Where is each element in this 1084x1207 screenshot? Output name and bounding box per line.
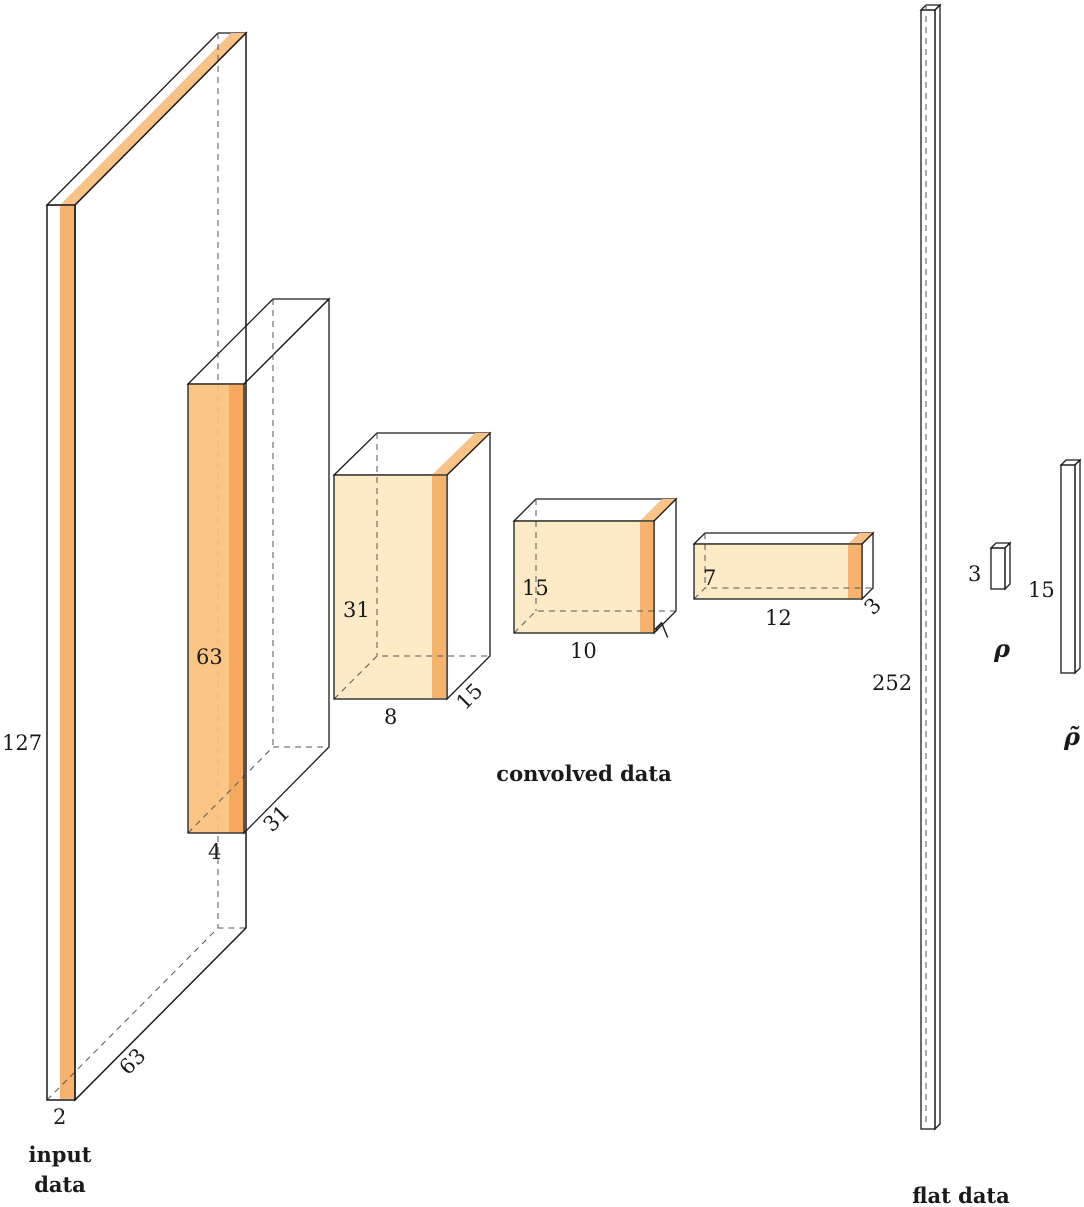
rho-size-label: 3 — [968, 562, 981, 586]
input-layer-block — [45, 31, 248, 1102]
conv3-layer-hidden-edges — [513, 610, 676, 634]
rho-tilde-symbol: ρ̃ — [1063, 722, 1081, 751]
conv2-layer-front-band — [432, 476, 446, 698]
conv1-layer-front-band — [229, 385, 243, 832]
conv3-layer-top-stripe — [640, 499, 676, 521]
conv4-width-label: 12 — [765, 606, 792, 630]
conv2-layer-block — [332, 431, 492, 701]
rho-tilde-layer-side-face — [1074, 458, 1081, 675]
conv2-layer-top-stripe — [432, 433, 490, 475]
conv4-layer-top-stripe — [848, 533, 873, 544]
conv4-height-label: 7 — [703, 566, 716, 590]
rho-layer-block — [989, 541, 1012, 591]
conv1-layer-side-face — [243, 297, 330, 835]
input-layer-top-stripe — [60, 33, 246, 205]
conv4-layer-top-face — [692, 532, 875, 545]
conv4-layer-front-face — [694, 544, 862, 599]
conv2-layer-side-face — [446, 431, 491, 701]
conv3-layer-block — [512, 497, 678, 635]
conv3-layer-front-band — [640, 522, 653, 632]
conv3-layer-side-face — [653, 497, 677, 635]
conv4-layer-side-face — [861, 531, 874, 601]
rho-tilde-layer-front-face — [1060, 464, 1076, 674]
flat-caption: flat data — [912, 1183, 1010, 1207]
input-layer-hidden-edges — [46, 927, 246, 1101]
conv2-width-label: 8 — [384, 705, 397, 729]
flat-size-label: 252 — [872, 671, 912, 695]
conv1-height-label: 63 — [196, 645, 223, 669]
input-depth-label: 63 — [115, 1044, 151, 1080]
conv1-layer-hidden-edges — [187, 746, 329, 834]
conv4-layer-block — [692, 531, 875, 601]
rho-layer-front-face — [990, 547, 1006, 590]
conv3-width-label: 10 — [570, 639, 597, 663]
conv3-layer-front-face — [514, 521, 654, 633]
conv1-layer-block — [186, 297, 331, 835]
conv2-depth-label: 15 — [452, 679, 488, 715]
conv1-layer-top-face — [186, 298, 331, 385]
flat-layer-block — [919, 3, 942, 1131]
input-height-label: 127 — [2, 731, 42, 755]
conv4-layer-front-band — [848, 545, 861, 598]
rho-layer-side-face — [1004, 541, 1011, 591]
rho-tilde-size-label: 15 — [1028, 578, 1055, 602]
flat-layer-front-face — [920, 9, 936, 1130]
convolved-caption: convolved data — [496, 761, 672, 786]
conv2-height-label: 31 — [343, 598, 370, 622]
input-caption-line1: input — [29, 1142, 92, 1167]
rho-symbol: ρ — [993, 634, 1011, 663]
input-caption-line2: data — [34, 1172, 86, 1197]
conv1-depth-label: 31 — [259, 801, 295, 837]
rho-tilde-layer-block — [1059, 458, 1082, 675]
input-layer-front-band — [60, 206, 74, 1099]
flat-layer-side-face — [934, 3, 941, 1131]
conv3-height-label: 15 — [522, 576, 549, 600]
conv4-layer-hidden-edges — [693, 587, 873, 600]
input-width-label: 2 — [53, 1105, 66, 1129]
conv2-layer-front-face — [334, 475, 447, 699]
conv1-width-label: 4 — [208, 840, 221, 864]
